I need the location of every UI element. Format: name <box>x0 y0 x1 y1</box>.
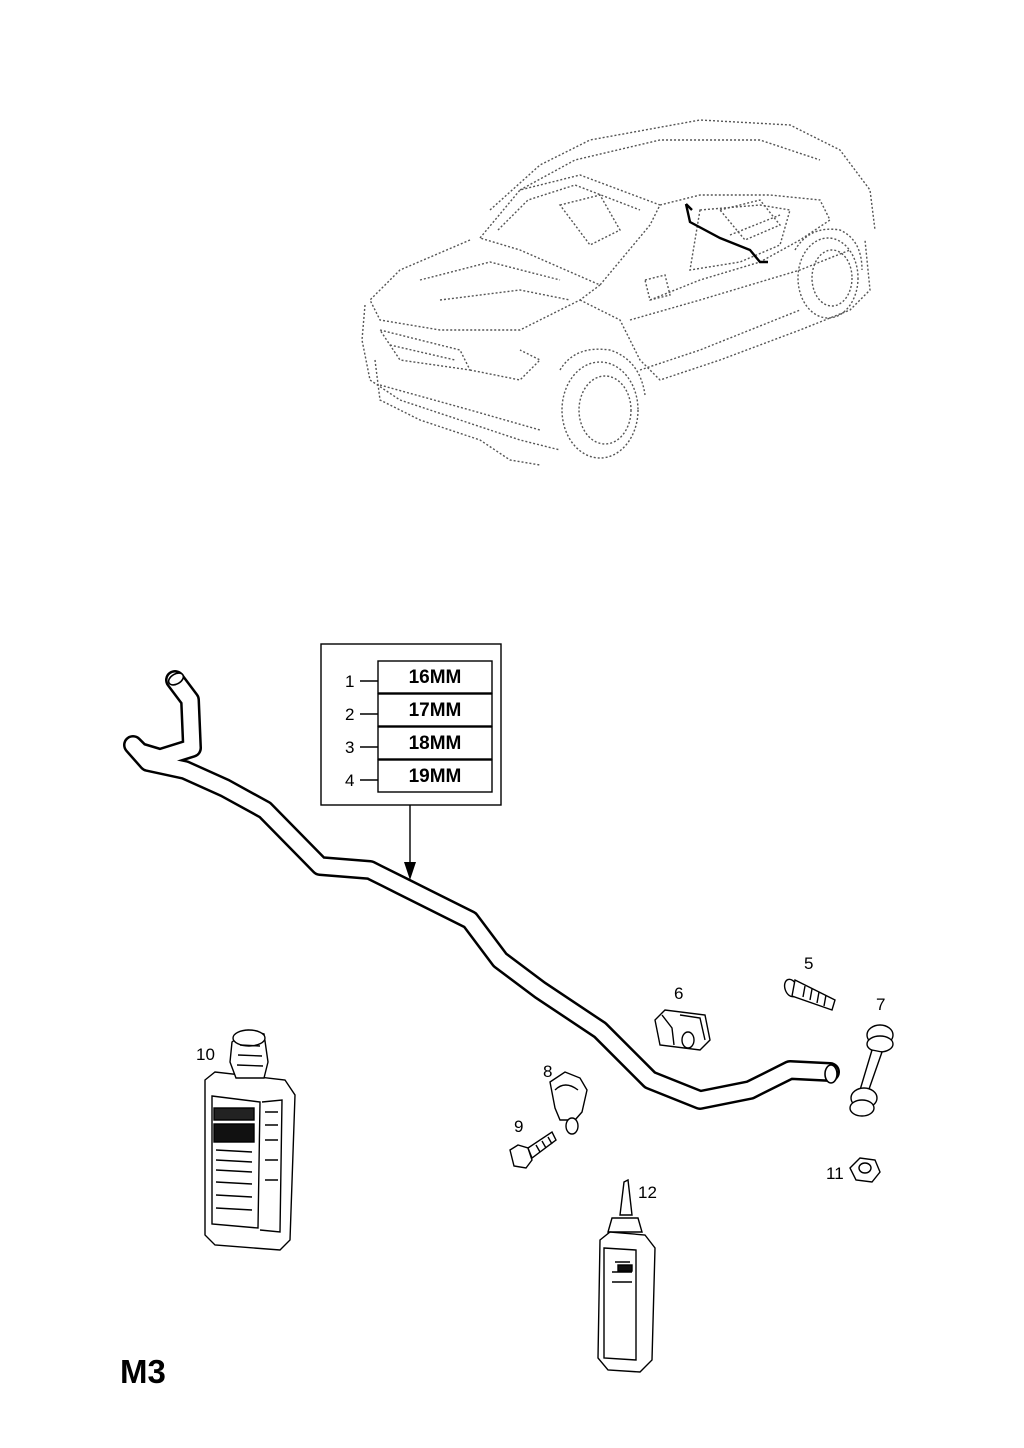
callout-9: 9 <box>514 1117 524 1136</box>
size-row-4-number: 4 <box>345 771 355 790</box>
size-row-1-value: 16MM <box>408 667 462 688</box>
clamp-part-8 <box>549 1071 588 1135</box>
bottle-part-12 <box>597 1178 656 1373</box>
bolt-part-9 <box>509 1130 557 1169</box>
stabilizer-bar <box>123 670 840 1110</box>
car-illustration <box>361 119 876 466</box>
arrow-head <box>404 862 416 880</box>
highlight-wire <box>684 203 768 264</box>
nut-part-11 <box>849 1157 881 1183</box>
size-row-3-number: 3 <box>345 738 355 757</box>
size-row-1-number: 1 <box>345 672 355 691</box>
callout-7: 7 <box>876 995 886 1014</box>
size-row-2-number: 2 <box>345 705 355 724</box>
callout-12: 12 <box>638 1183 657 1202</box>
callout-6: 6 <box>674 984 684 1003</box>
callout-8: 8 <box>543 1062 553 1081</box>
size-table <box>320 643 502 868</box>
link-rod-part-7 <box>849 1024 894 1117</box>
size-row-2-value: 17MM <box>408 700 462 721</box>
callout-5: 5 <box>804 954 814 973</box>
callout-11: 11 <box>826 1164 844 1183</box>
page-code: M3 <box>120 1353 166 1390</box>
bottle-part-10 <box>204 1029 296 1251</box>
callout-10: 10 <box>196 1045 215 1064</box>
bolt-part-5 <box>783 978 836 1011</box>
bushing-part-6 <box>654 1009 711 1051</box>
size-row-3-value: 18MM <box>408 733 462 754</box>
size-row-4-value: 19MM <box>408 766 462 787</box>
